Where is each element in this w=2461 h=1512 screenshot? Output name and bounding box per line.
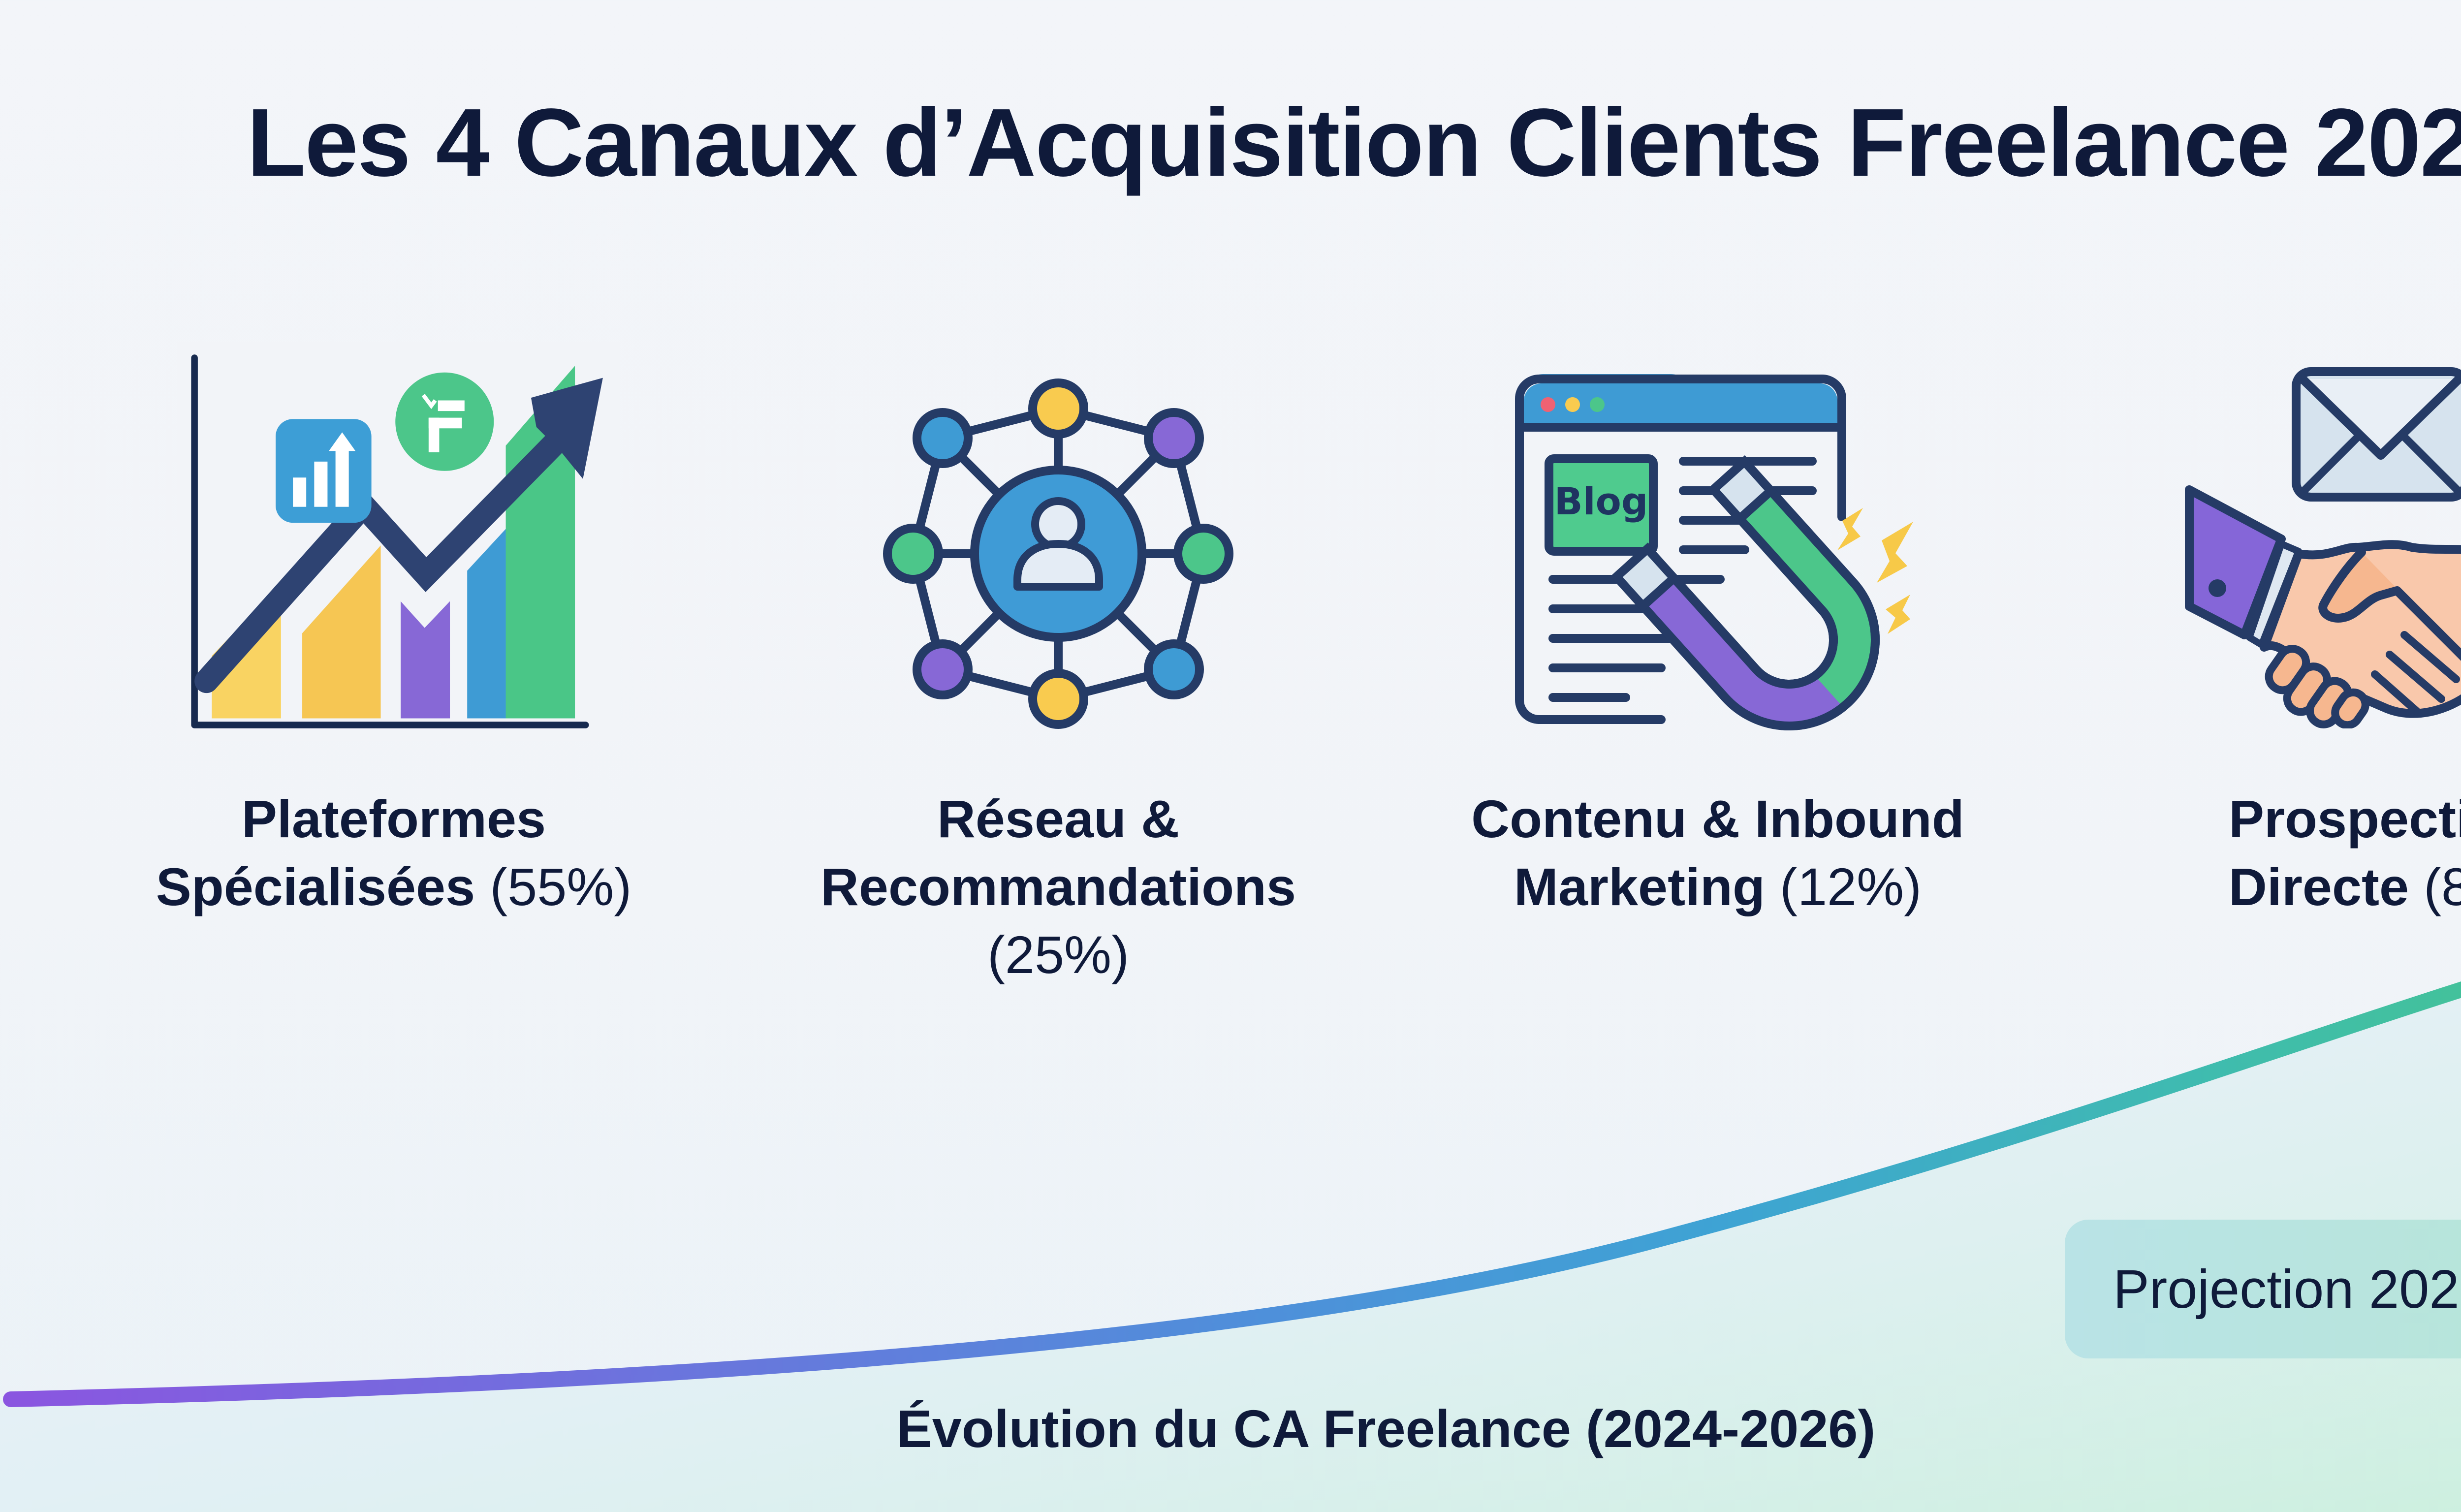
growth-bar-chart-icon-detail [177, 342, 620, 741]
channel-label-platforms: Plateformes Spécialisées (55%) [156, 789, 632, 916]
blog-magnet-icon: Blog [1515, 374, 1913, 730]
channel-label-prospection: Prospection Directe (8%) [2087, 785, 2461, 921]
channel-label-network: Réseau & Recommandations (25%) [820, 789, 1296, 984]
channel-label-content: Contenu & Inbound Marketing (12%) [1471, 789, 1964, 916]
envelope-handshake-icon [2185, 367, 2461, 728]
envelope-icon [2292, 367, 2461, 502]
projection-badge: Projection 2026: +25% [2065, 1220, 2461, 1358]
projection-label: Projection 2026: [2113, 1259, 2461, 1320]
share-value: (8%) [2424, 857, 2461, 916]
share-value: (25%) [987, 925, 1130, 984]
svg-text:Blog: Blog [1554, 479, 1648, 523]
share-value: (55%) [490, 857, 632, 916]
share-value: (12%) [1780, 857, 1922, 916]
page-title: Les 4 Canaux d’Acquisition Clients Freel… [247, 89, 2461, 196]
trend-caption: Évolution du CA Freelance (2024-2026) [896, 1399, 1876, 1458]
network-people-icon [883, 378, 1233, 729]
